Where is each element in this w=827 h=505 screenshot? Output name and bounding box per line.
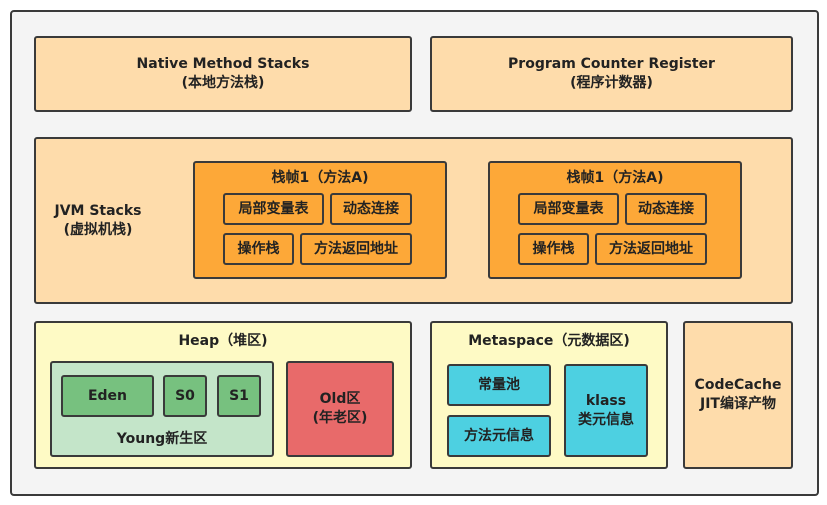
pc-subtitle: (程序计数器) (570, 75, 653, 91)
survivor-s0: S0 (163, 375, 207, 417)
stack-frame-2-title: 栈帧1（方法A) (566, 170, 664, 186)
native-method-stacks: Native Method Stacks (本地方法栈) (34, 36, 412, 112)
local-variable-table: 局部变量表 (223, 193, 324, 225)
operand-stack: 操作栈 (223, 233, 294, 265)
heap-title: Heap（堆区) (178, 333, 268, 349)
return-address: 方法返回地址 (595, 233, 707, 265)
eden-space: Eden (61, 375, 154, 417)
old-generation: Old区 (年老区) (286, 361, 394, 457)
constant-pool: 常量池 (447, 364, 551, 406)
dynamic-linking: 动态连接 (330, 193, 412, 225)
stack-frame-1-title: 栈帧1（方法A) (271, 170, 369, 186)
metaspace-title: Metaspace（元数据区) (468, 333, 630, 349)
dynamic-linking: 动态连接 (625, 193, 707, 225)
native-subtitle: (本地方法栈) (181, 75, 265, 91)
return-address: 方法返回地址 (300, 233, 412, 265)
native-title: Native Method Stacks (136, 56, 310, 72)
local-variable-table: 局部变量表 (518, 193, 619, 225)
klass-metadata: klass 类元信息 (564, 364, 648, 457)
young-label: Young新生区 (116, 431, 208, 447)
codecache-title: CodeCache (694, 377, 782, 393)
code-cache: CodeCache JIT编译产物 (683, 321, 793, 469)
program-counter-register: Program Counter Register (程序计数器) (430, 36, 793, 112)
jvm-stacks-label: JVM Stacks (虚拟机栈) (36, 139, 160, 302)
pc-title: Program Counter Register (508, 56, 715, 72)
klass-subtitle: 类元信息 (578, 411, 634, 428)
klass-title: klass (585, 392, 627, 409)
operand-stack: 操作栈 (518, 233, 589, 265)
method-metadata: 方法元信息 (447, 415, 551, 457)
jvm-title: JVM Stacks (54, 202, 142, 219)
old-title: Old区 (319, 391, 361, 407)
old-subtitle: (年老区) (312, 410, 368, 426)
codecache-subtitle: JIT编译产物 (700, 396, 776, 412)
jvm-subtitle: (虚拟机栈) (63, 221, 133, 238)
survivor-s1: S1 (217, 375, 261, 417)
